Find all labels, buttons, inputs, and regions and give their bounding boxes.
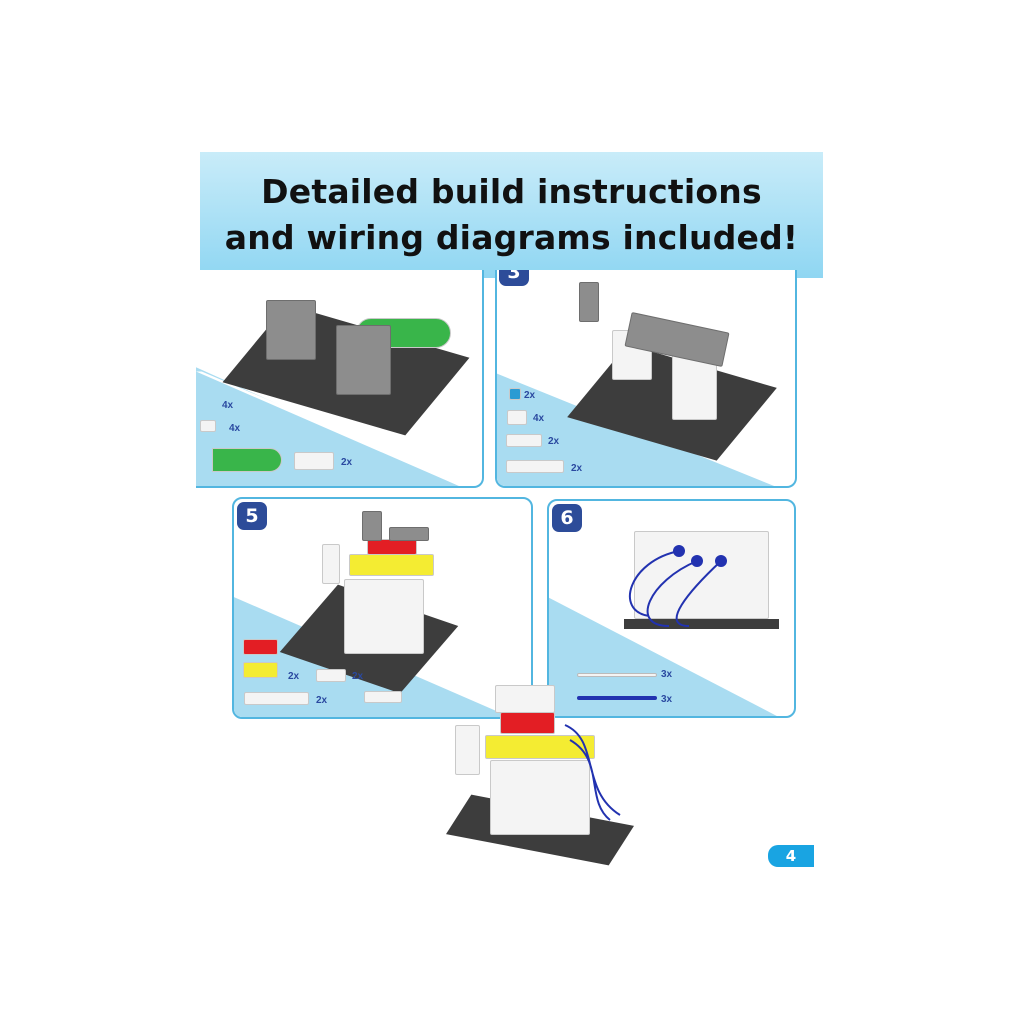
part-qty: 2x: [316, 695, 328, 706]
part-qty: 3x: [661, 694, 673, 705]
part-qty: 2x: [571, 463, 583, 474]
part-qty: 2x: [341, 457, 353, 468]
step-panel-5: 5 2x 2x 2x: [232, 497, 533, 719]
headline-line-1: Detailed build instructions: [261, 172, 762, 211]
step-number-badge: 5: [237, 502, 267, 530]
headline-banner: Detailed build instructions and wiring d…: [200, 152, 823, 278]
part-qty: 4x: [229, 423, 241, 434]
model-front-view: [634, 531, 769, 619]
step-panel-2: 4x 4x 2x: [196, 270, 484, 488]
finished-model-illustration: [440, 680, 640, 870]
page-number-tab: 4: [768, 845, 814, 867]
step-number-badge: 3: [499, 270, 529, 286]
part-qty: 2x: [548, 436, 560, 447]
headline-line-2: and wiring diagrams included!: [224, 218, 799, 257]
step-panel-6: 6 3x 3x: [547, 499, 796, 718]
blue-wire-part: [577, 696, 657, 700]
base-plate: [624, 619, 779, 629]
step-panel-3: 3 2x 4x 2x 2x: [495, 270, 797, 488]
wiring-diagram: [629, 545, 727, 627]
part-qty: 2x: [524, 390, 536, 401]
part-qty: 2x: [288, 671, 300, 682]
part-qty: 3x: [661, 669, 673, 680]
step-number-badge: 6: [552, 504, 582, 532]
part-qty: 2x: [352, 671, 364, 682]
part-qty: 4x: [222, 400, 234, 411]
white-wire-part: [577, 673, 657, 677]
part-qty: 4x: [533, 413, 545, 424]
